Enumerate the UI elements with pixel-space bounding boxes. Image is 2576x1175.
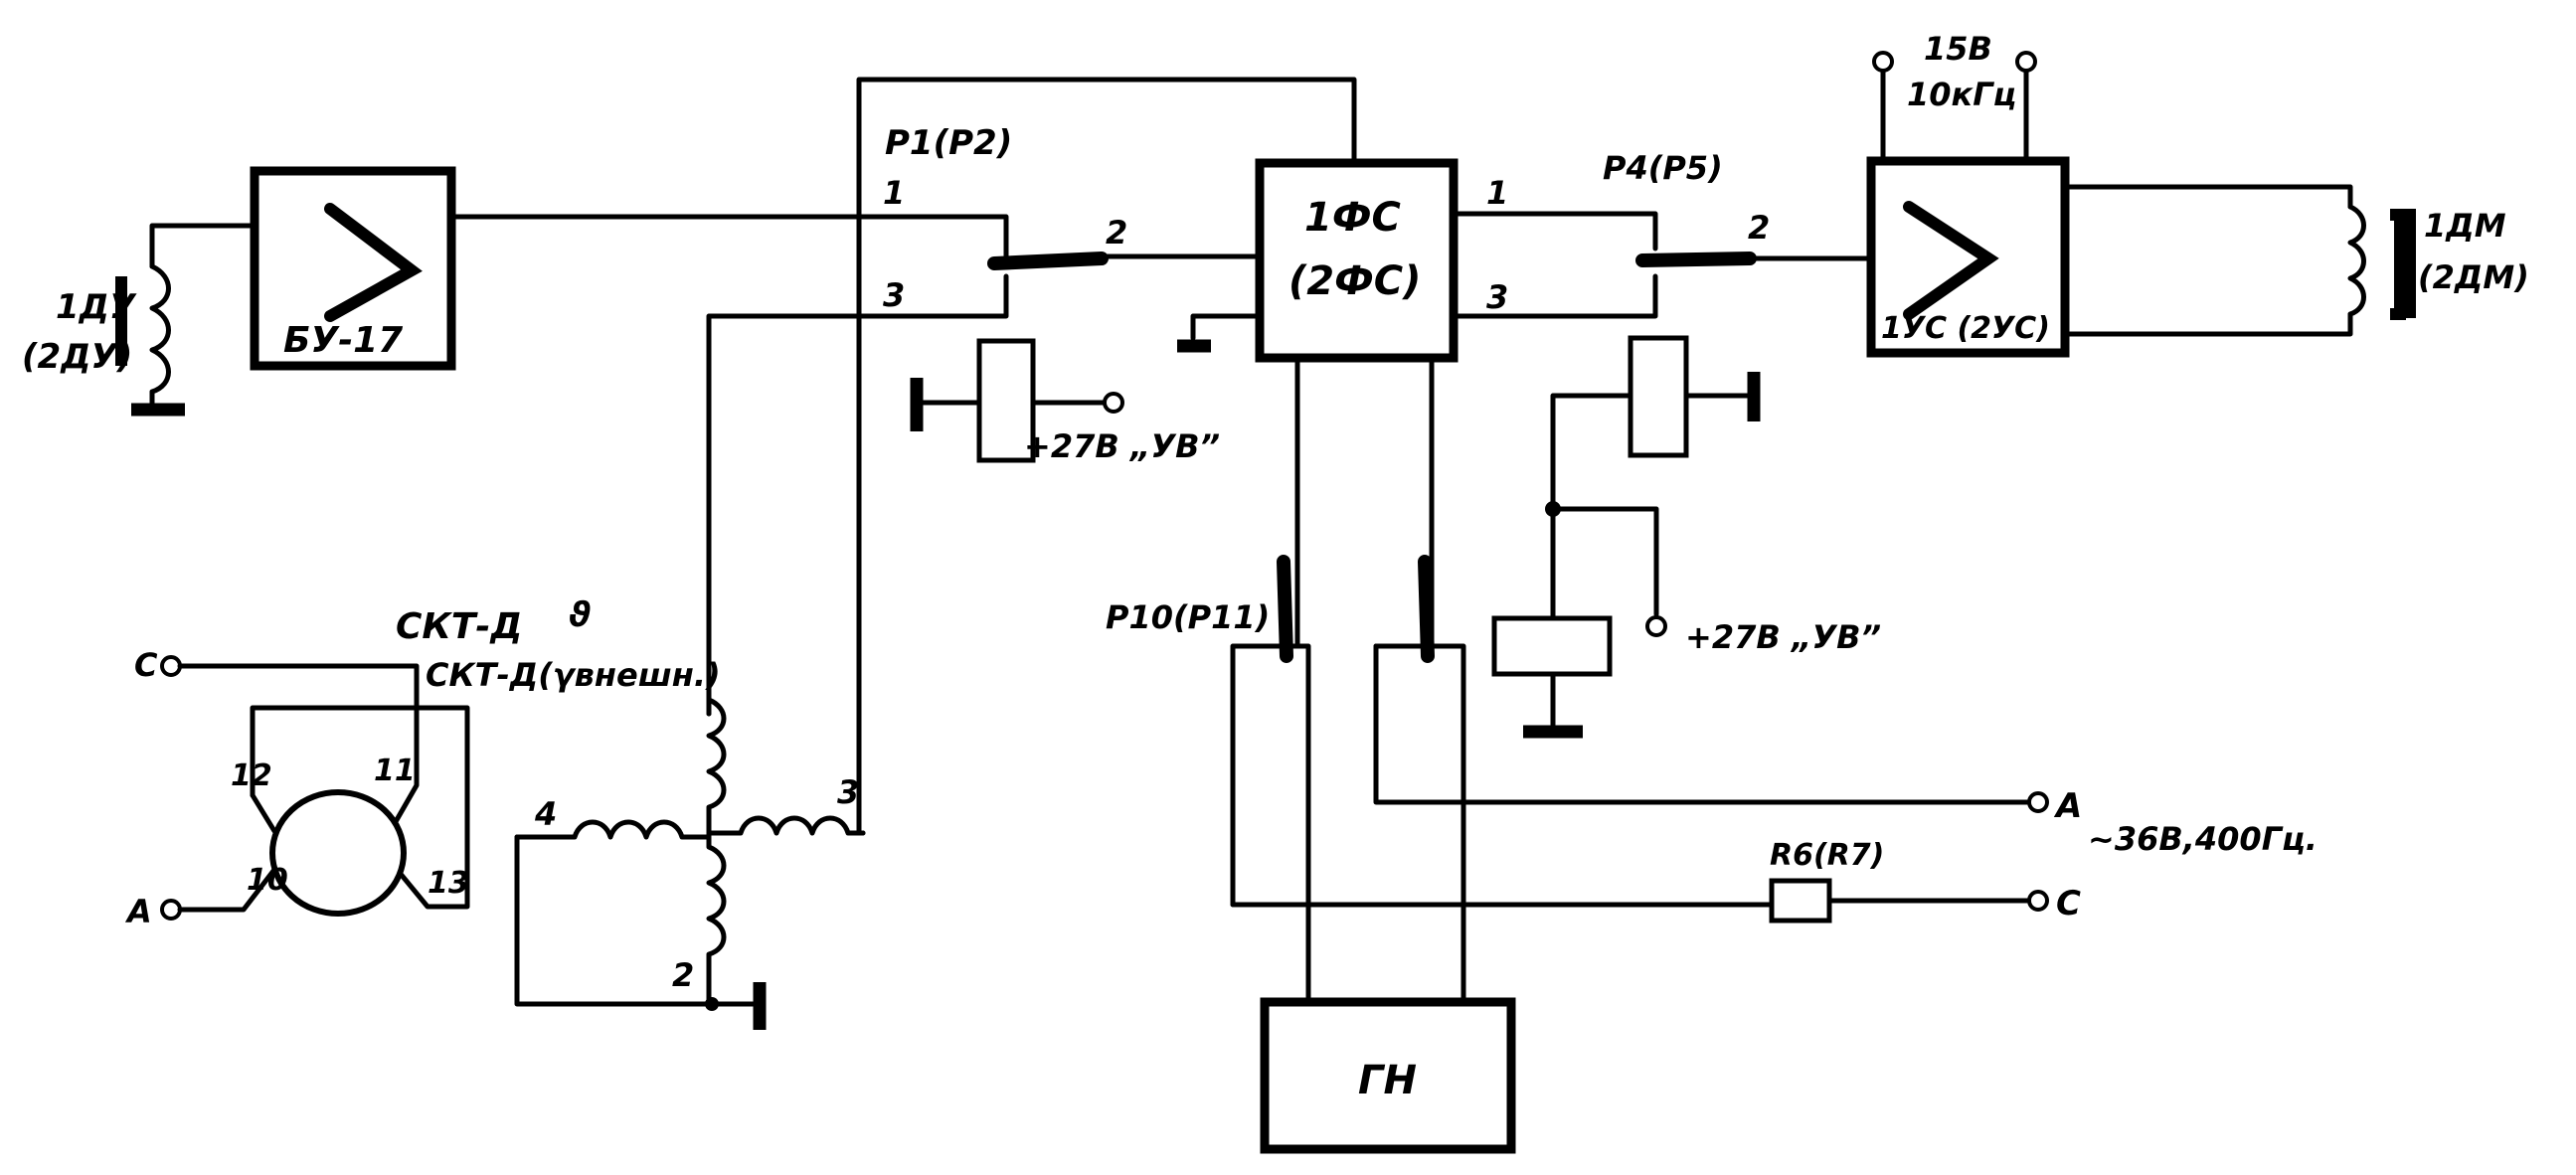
hf-frequency-label: 10кГц xyxy=(1907,76,2016,113)
supply-ub1-label: +27В „УВ” xyxy=(1024,427,1220,465)
relay-r4-coil-left-wire xyxy=(1550,393,1633,621)
resolver-pin11: 11 xyxy=(374,754,416,788)
relay-r10-right-frame-b xyxy=(1373,643,1466,1009)
relay-r10-right-frame xyxy=(1373,643,2031,805)
motor-core-cap-top xyxy=(2390,209,2406,221)
phase-detector-label: 1ФС xyxy=(1304,195,1401,241)
resolver-rotor-icon xyxy=(269,789,407,917)
terminal-icon[interactable] xyxy=(1103,392,1124,414)
resolver-pin10: 10 xyxy=(247,863,288,898)
motor-core-cap-bottom xyxy=(2390,308,2406,320)
resolver-frame xyxy=(250,705,470,910)
resolver-c-wire xyxy=(177,663,420,828)
phase-detector-1fs: 1ФС (2ФС) xyxy=(1177,158,1459,363)
resolver-pin12-wire xyxy=(250,792,277,834)
amplifier-triangle-icon xyxy=(324,203,423,322)
motor-coil-icon xyxy=(2347,204,2366,317)
relay-r4-pin1: 1 xyxy=(1486,174,1508,212)
amplifier-1us: 15В 10кГц 1УС (2УС) xyxy=(1866,30,2070,358)
resistor-label: R6(R7) xyxy=(1770,838,1884,873)
relay-r4-contact: Р4(Р5) 1 2 3 xyxy=(1451,149,1874,319)
amplifier-bu17: БУ-17 xyxy=(250,166,456,371)
sensor-label: 1ДУ xyxy=(56,287,137,327)
supply-ub2-label: +27В „УВ” xyxy=(1685,618,1881,656)
relay-r10-left-frame xyxy=(1230,643,1311,1009)
generator-label: ГН xyxy=(1358,1058,1417,1103)
resolver-a-wire xyxy=(177,868,276,913)
phase-gnd-wire xyxy=(1190,313,1261,341)
relay-r4-coil: +27В „УВ” xyxy=(1491,335,1881,739)
terminal-icon[interactable] xyxy=(1872,51,1894,73)
generator-box xyxy=(1260,997,1516,1154)
ac-supply-label: ~36В,400Гц. xyxy=(2088,820,2318,858)
relay-r4-pin3: 3 xyxy=(1486,278,1508,316)
phase-detector-box xyxy=(1255,158,1459,363)
resolver-winding-right-icon xyxy=(706,815,866,836)
terminal-icon[interactable] xyxy=(1645,615,1667,637)
phase-detector-alt-label: (2ФС) xyxy=(1288,258,1421,304)
relay-r1-pin1: 1 xyxy=(883,174,905,212)
relay-r10-contacts: Р10(Р11) А ~36В,400Гц. С R6(R7) xyxy=(1106,355,2318,1009)
terminal-icon[interactable] xyxy=(2027,890,2049,912)
relay-r1-pin2: 2 xyxy=(1106,214,1127,252)
motor-wire-bottom xyxy=(2062,311,2353,337)
resolver-pin13: 13 xyxy=(428,866,469,901)
relay-r10-label: Р10(Р11) xyxy=(1106,598,1270,636)
resolver-winding4-label: 4 xyxy=(534,795,557,833)
terminal-icon[interactable] xyxy=(2015,51,2037,73)
motor-label: 1ДМ xyxy=(2424,207,2506,245)
phase-c-label: С xyxy=(2056,884,2081,923)
resolver-subtitle: СКТ-Д(γвнешн.) xyxy=(426,656,721,694)
resolver-winding2-label: 2 xyxy=(672,956,694,994)
relay-r4-label: Р4(Р5) xyxy=(1603,149,1723,187)
sensor-wire xyxy=(149,223,258,269)
relay-r4-pin3-wire xyxy=(1451,273,1658,319)
relay-r4-blade xyxy=(1635,252,1757,267)
relay-r4-coil-box xyxy=(1628,335,1689,458)
motor-wire-top xyxy=(2062,184,2353,210)
sensor-alt-label: (2ДУ) xyxy=(22,337,132,377)
amplifier-triangle-icon xyxy=(1903,201,1999,320)
relay-r1-label: Р1(Р2) xyxy=(885,123,1012,163)
sensor-1du: 1ДУ (2ДУ) xyxy=(22,223,258,417)
resolver-theta-icon: ϑ xyxy=(569,595,592,635)
motor-core-icon xyxy=(2394,209,2416,318)
resistor-r6-box xyxy=(1769,878,1832,923)
terminal-icon[interactable] xyxy=(160,899,182,921)
resolver-winding-left-icon xyxy=(514,819,712,840)
motor-1dm: 1ДМ (2ДМ) xyxy=(2062,184,2529,337)
relay-supply-branch-wire xyxy=(1550,506,1659,617)
terminal-icon[interactable] xyxy=(160,655,182,677)
sensor-coil-icon xyxy=(149,263,171,413)
amplifier-bu17-label: БУ-17 xyxy=(283,320,403,361)
generator-gn: ГН xyxy=(1260,997,1516,1154)
resolver-pin12: 12 xyxy=(231,758,272,793)
resolver-winding-top-icon xyxy=(706,697,727,836)
terminal-icon[interactable] xyxy=(2027,791,2049,813)
motor-alt-label: (2ДМ) xyxy=(2418,258,2529,296)
relay-r4-pin2: 2 xyxy=(1748,209,1770,247)
relay-r4-pin1-wire xyxy=(1451,211,1658,252)
relay-r1-coil: +27В „УВ” xyxy=(910,338,1220,465)
relay-r1-pin3: 3 xyxy=(883,276,905,314)
resolver-title: СКТ-Д xyxy=(396,606,522,647)
relay-r10-coil-box xyxy=(1491,615,1613,677)
relay-r10-blade-left xyxy=(1277,555,1293,663)
resolver-winding-bottom-icon xyxy=(706,830,727,1007)
hf-voltage-label: 15В xyxy=(1924,30,1992,68)
resolver-loop-wire xyxy=(514,834,761,1007)
amplifier-1us-label: 1УС (2УС) xyxy=(1881,311,2050,346)
phase-c-input-label: С xyxy=(134,646,158,684)
resolver-skt: СКТ-Д ϑ СКТ-Д(γвнешн.) С А 12 11 10 13 4… xyxy=(124,595,866,1030)
resolver-winding3-label: 3 xyxy=(837,773,859,811)
amplifier-1us-box xyxy=(1866,156,2070,358)
relay-r10-blade-right xyxy=(1418,555,1435,663)
wire-amp-relay1 xyxy=(448,214,1009,259)
phase-a-label: А xyxy=(2053,786,2082,826)
junction-dot xyxy=(705,997,719,1011)
phase-a-input-label: А xyxy=(124,893,152,930)
relay-r1-blade xyxy=(987,252,1109,270)
